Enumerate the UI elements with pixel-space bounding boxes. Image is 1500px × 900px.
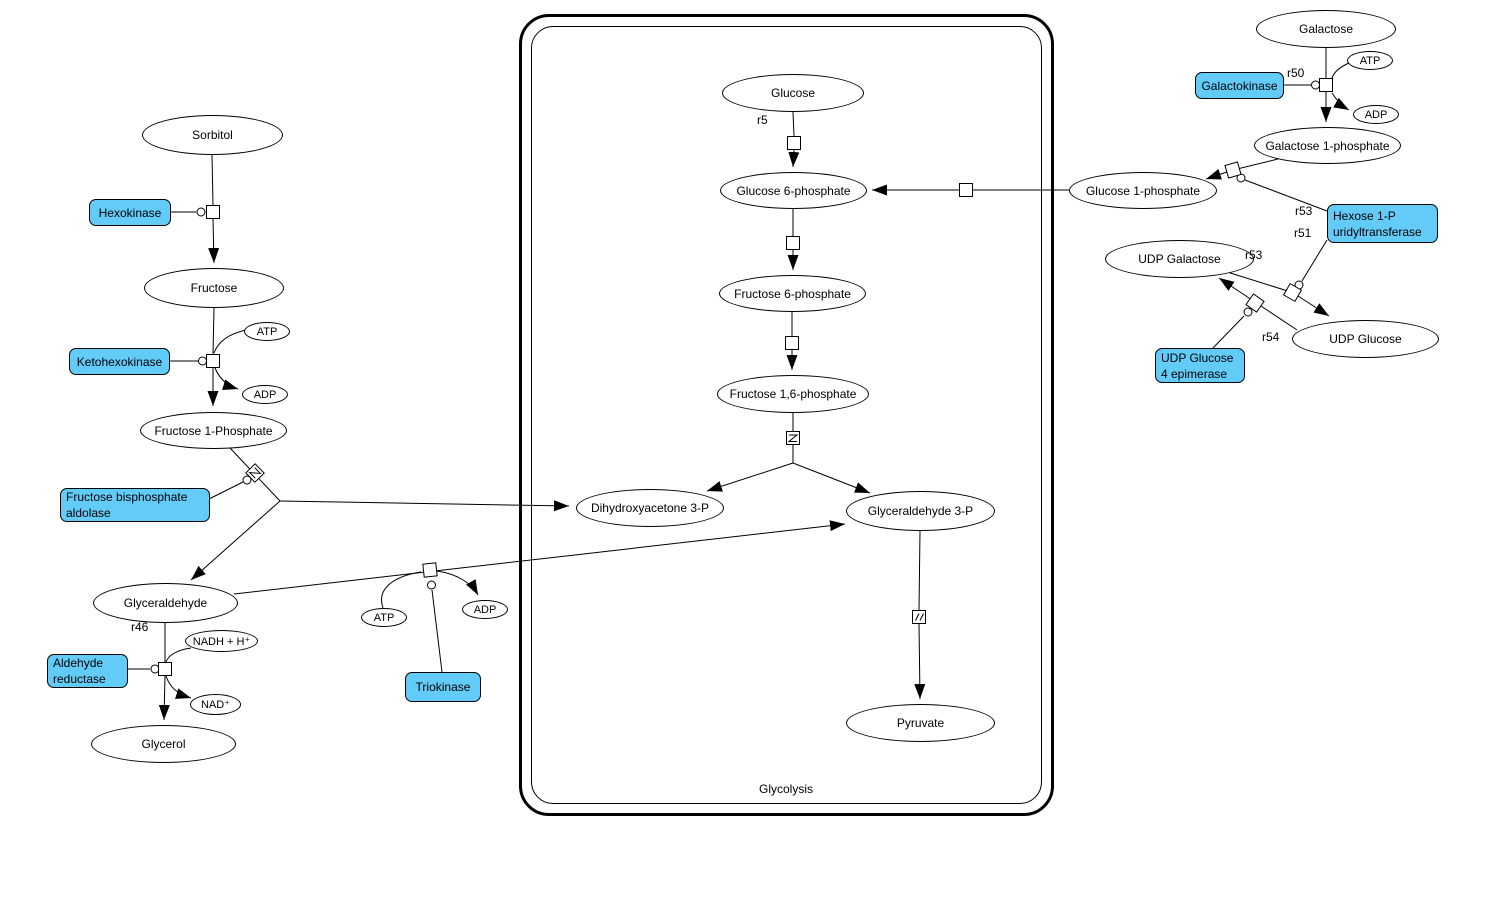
reaction-aldolase-split[interactable] xyxy=(190,447,570,581)
compartment-glycolysis[interactable] xyxy=(519,14,1054,816)
reaction-sorbitol-fructose[interactable] xyxy=(171,154,220,264)
compartment-glycolysis-inner xyxy=(531,26,1042,804)
enzyme-triokinase[interactable]: Triokinase xyxy=(405,672,481,702)
reaction-r50-galactokinase[interactable] xyxy=(1284,48,1350,122)
species-sorbitol[interactable]: Sorbitol xyxy=(142,115,283,155)
reaction-g3p-pyruvate[interactable] xyxy=(912,530,926,700)
species-atp-triokinase[interactable]: ATP xyxy=(361,608,407,627)
species-glucose-1-phosphate[interactable]: Glucose 1-phosphate xyxy=(1069,172,1217,209)
species-udp-glucose[interactable]: UDP Glucose xyxy=(1292,320,1439,358)
species-fructose-1-phosphate[interactable]: Fructose 1-Phosphate xyxy=(140,412,287,449)
species-glucose-6-phosphate[interactable]: Glucose 6-phosphate xyxy=(720,172,867,209)
species-adp-ketohexokinase[interactable]: ADP xyxy=(242,385,288,404)
species-nad[interactable]: NAD⁺ xyxy=(190,694,241,715)
reaction-r5-glucose-g6p[interactable] xyxy=(787,111,801,168)
species-pyruvate[interactable]: Pyruvate xyxy=(846,704,995,742)
compartment-label: Glycolysis xyxy=(758,782,813,796)
reaction-fructose-f1p[interactable] xyxy=(170,307,247,406)
reaction-triokinase[interactable] xyxy=(233,520,846,673)
species-fructose[interactable]: Fructose xyxy=(144,268,284,308)
reaction-label-r54: r54 xyxy=(1262,330,1280,344)
species-adp-galactokinase[interactable]: ADP xyxy=(1353,105,1399,124)
reaction-label-r5: r5 xyxy=(757,113,768,127)
reaction-r54-udpglc-udpgal[interactable] xyxy=(1211,277,1298,350)
reaction-r46-glyceraldehyde-glycerol[interactable] xyxy=(128,623,192,721)
reaction-label-r46: r46 xyxy=(131,620,149,634)
reaction-label-r53b: r53 xyxy=(1245,248,1263,262)
species-galactose-1-phosphate[interactable]: Galactose 1-phosphate xyxy=(1254,127,1401,164)
species-fructose-6-phosphate[interactable]: Fructose 6-phosphate xyxy=(719,275,866,312)
species-glycerol[interactable]: Glycerol xyxy=(91,725,236,763)
species-atp-galactokinase[interactable]: ATP xyxy=(1347,51,1393,70)
species-glyceraldehyde[interactable]: Glyceraldehyde xyxy=(93,583,238,623)
reaction-label-r50: r50 xyxy=(1287,66,1305,80)
species-udp-galactose[interactable]: UDP Galactose xyxy=(1105,240,1254,278)
species-glyceraldehyde-3p[interactable]: Glyceraldehyde 3-P xyxy=(846,491,995,531)
enzyme-hexokinase[interactable]: Hexokinase xyxy=(89,199,171,226)
reaction-f16p-split[interactable] xyxy=(706,413,871,494)
species-adp-triokinase[interactable]: ADP xyxy=(462,600,508,619)
species-atp-ketohexokinase[interactable]: ATP xyxy=(244,322,290,341)
reaction-r53-gal1p-glc1p[interactable] xyxy=(1205,158,1328,212)
reaction-r51-udpgal-udpglc[interactable] xyxy=(1223,239,1330,317)
species-fructose-16-phosphate[interactable]: Fructose 1,6-phosphate xyxy=(717,375,869,413)
species-glucose[interactable]: Glucose xyxy=(722,74,864,112)
reaction-label-r51: r51 xyxy=(1294,226,1312,240)
enzyme-hexose-1p-uridyltransferase[interactable]: Hexose 1-P uridyltransferase xyxy=(1327,204,1438,243)
species-dihydroxyacetone-3p[interactable]: Dihydroxyacetone 3-P xyxy=(576,489,724,527)
enzyme-udp-glucose-4-epimerase[interactable]: UDP Glucose 4 epimerase xyxy=(1155,348,1245,383)
species-galactose[interactable]: Galactose xyxy=(1256,10,1396,48)
enzyme-fructose-bisphosphate-aldolase[interactable]: Fructose bisphosphate aldolase xyxy=(60,488,210,522)
reaction-label-r53: r53 xyxy=(1295,204,1313,218)
species-nadh-h[interactable]: NADH + H⁺ xyxy=(185,630,258,652)
reaction-g6p-f6p[interactable] xyxy=(786,208,800,270)
reaction-f6p-f16p[interactable] xyxy=(785,311,799,370)
enzyme-ketohexokinase[interactable]: Ketohexokinase xyxy=(69,348,170,375)
reaction-g1p-g6p[interactable] xyxy=(872,183,1069,197)
enzyme-galactokinase[interactable]: Galactokinase xyxy=(1195,72,1284,99)
enzyme-aldehyde-reductase[interactable]: Aldehyde reductase xyxy=(47,654,128,688)
